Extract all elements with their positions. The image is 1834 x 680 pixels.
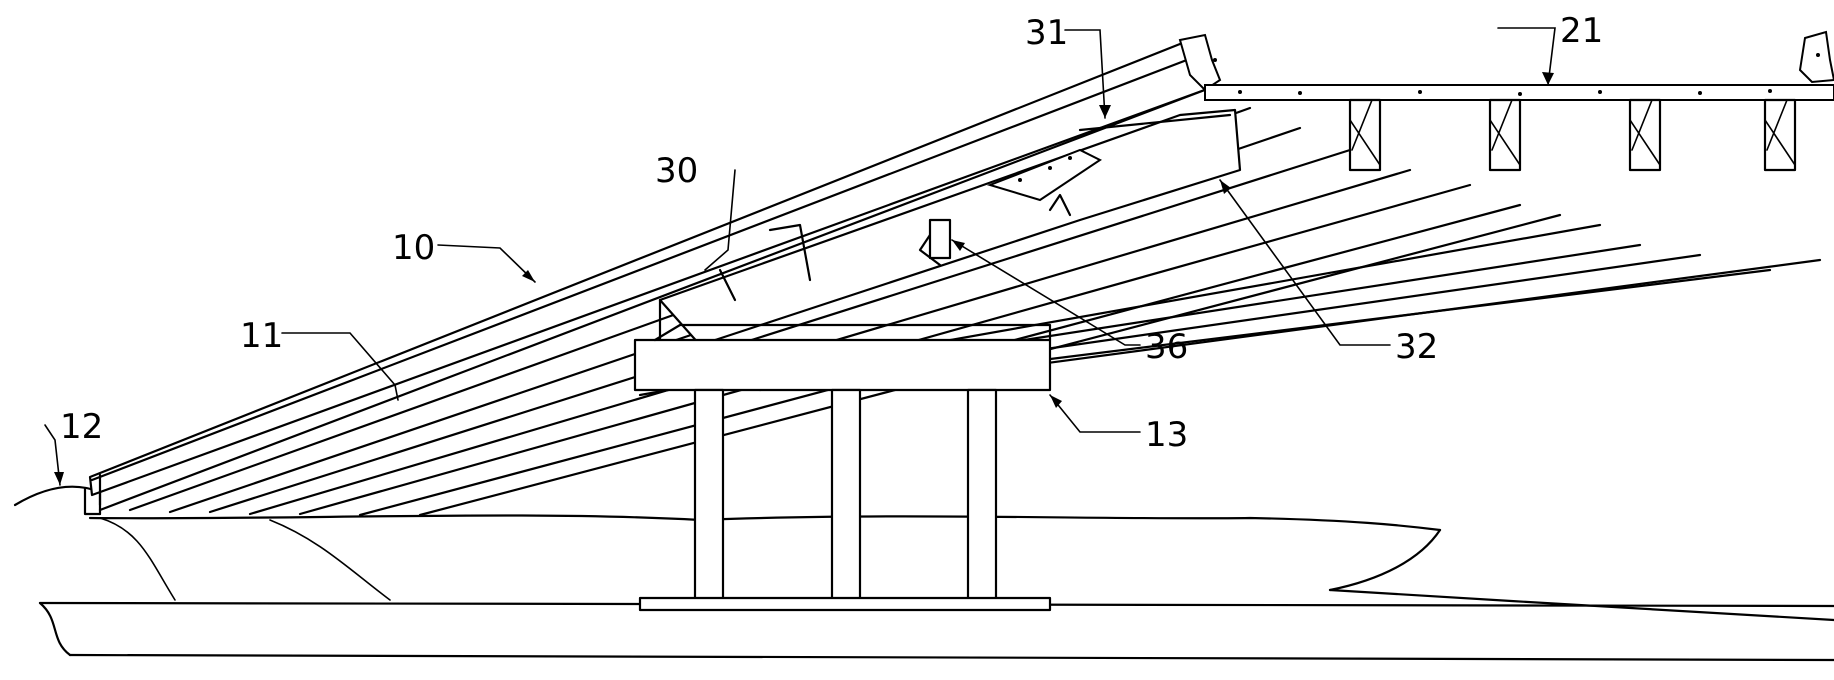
- girder-end-4: [1765, 100, 1795, 170]
- bracket-36: [930, 220, 950, 258]
- girder-end-2: [1490, 100, 1520, 170]
- girder-end-1: [1350, 100, 1380, 170]
- label-32: 32: [1395, 327, 1438, 367]
- label-13: 13: [1145, 415, 1188, 455]
- ground: [15, 487, 1834, 660]
- pier-cap: [635, 340, 1050, 390]
- pier-column-2: [832, 390, 860, 600]
- girder-end-3: [1630, 100, 1660, 170]
- pier-column-1: [695, 390, 723, 600]
- label-36: 36: [1145, 327, 1188, 367]
- pier-footing: [640, 598, 1050, 610]
- deck-slab-section: [1180, 32, 1834, 170]
- label-11: 11: [240, 316, 283, 356]
- leader-13: [1050, 395, 1140, 432]
- pier: [635, 325, 1050, 610]
- leader-36: [952, 240, 1140, 345]
- leader-10: [438, 245, 535, 282]
- label-12: 12: [60, 407, 103, 447]
- bridge-deck: [85, 40, 1820, 515]
- label-10: 10: [392, 228, 435, 268]
- label-31: 31: [1025, 13, 1068, 53]
- label-30: 30: [655, 151, 698, 191]
- pier-column-3: [968, 390, 996, 600]
- label-21: 21: [1560, 11, 1603, 51]
